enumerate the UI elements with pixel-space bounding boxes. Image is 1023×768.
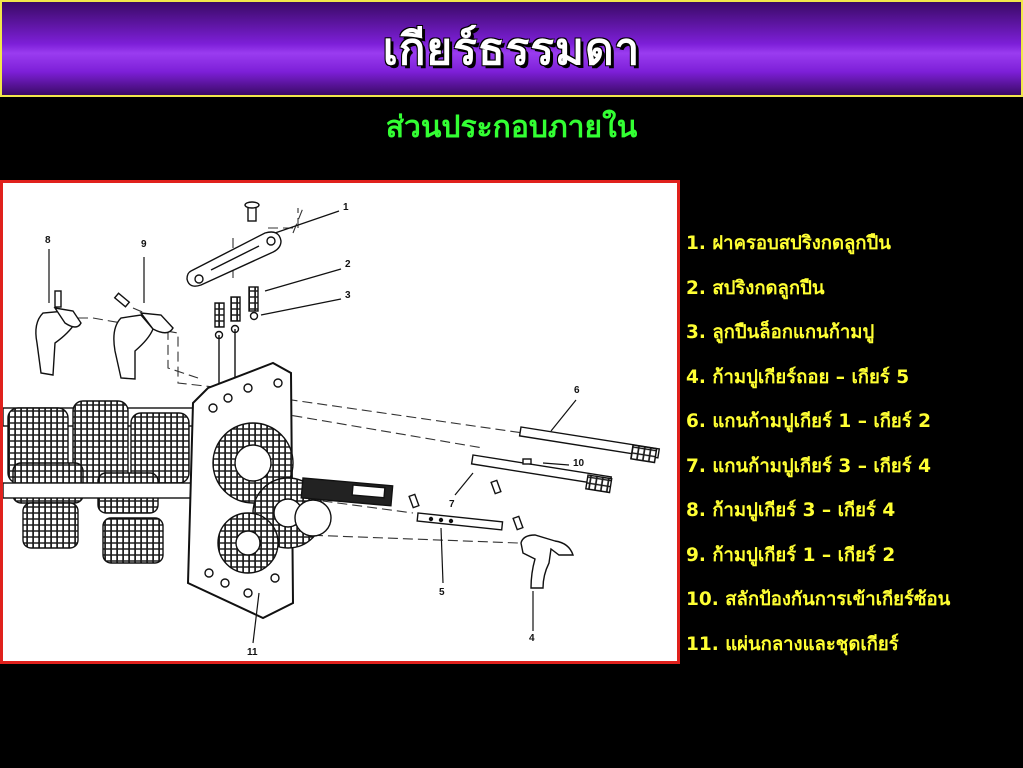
transmission-illustration: 1 2 3 4 5 6 7 8 9 10 11 [3, 201, 661, 658]
legend-item: 3. ลูกปืนล็อกแกนก้ามปู [686, 322, 875, 343]
callout-1: 1 [343, 202, 349, 213]
shift-rail-5 [416, 512, 504, 531]
shift-fork-4 [520, 534, 574, 589]
legend-item: 1. ฝาครอบสปริงกดลูกปืน [686, 233, 891, 254]
shift-fork-9 [113, 292, 174, 380]
legend-item: 11. แผ่นกลางและชุดเกียร์ [686, 633, 899, 655]
shift-rail-6 [518, 426, 661, 464]
legend-item: 9. ก้ามปูเกียร์ 1 – เกียร์ 2 [686, 544, 896, 566]
callout-9: 9 [141, 239, 147, 250]
legend-item: 2. สปริงกดลูกปืน [686, 277, 825, 299]
page-subtitle: ส่วนประกอบภายใน [385, 110, 638, 145]
parts-legend: 1. ฝาครอบสปริงกดลูกปืน 2. สปริงกดลูกปืน … [686, 224, 1022, 669]
callout-2: 2 [345, 259, 351, 270]
exploded-diagram: 1 2 3 4 5 6 7 8 9 10 11 [0, 180, 680, 664]
legend-item: 7. แกนก้ามปูเกียร์ 3 – เกียร์ 4 [686, 455, 931, 477]
callout-3: 3 [345, 290, 351, 301]
interlock-pins [408, 458, 532, 531]
callout-labels: 1 2 3 4 5 6 7 8 9 10 11 [45, 202, 585, 658]
spring-cover-plate [186, 201, 282, 287]
detent-springs [214, 286, 259, 383]
output-shaft [300, 477, 394, 507]
gear-cluster-left [3, 400, 219, 564]
callout-10: 10 [573, 458, 585, 469]
callout-5: 5 [439, 587, 445, 598]
callout-6: 6 [574, 385, 580, 396]
shift-rail-7 [470, 454, 613, 494]
shift-fork-8 [35, 290, 82, 376]
legend-item: 4. ก้ามปูเกียร์ถอย – เกียร์ 5 [686, 366, 910, 388]
title-bar: เกียร์ธรรมดา [0, 0, 1023, 97]
leader-lines [48, 210, 577, 644]
callout-8: 8 [45, 235, 51, 246]
legend-item: 10. สลักป้องกันการเข้าเกียร์ซ้อน [686, 589, 951, 610]
callout-4: 4 [529, 633, 535, 644]
page-title: เกียร์ธรรมดา [382, 23, 641, 75]
legend-item: 6. แกนก้ามปูเกียร์ 1 – เกียร์ 2 [686, 411, 931, 432]
legend-item: 8. ก้ามปูเกียร์ 3 – เกียร์ 4 [686, 500, 896, 521]
callout-7: 7 [449, 499, 455, 510]
callout-11: 11 [247, 647, 258, 658]
